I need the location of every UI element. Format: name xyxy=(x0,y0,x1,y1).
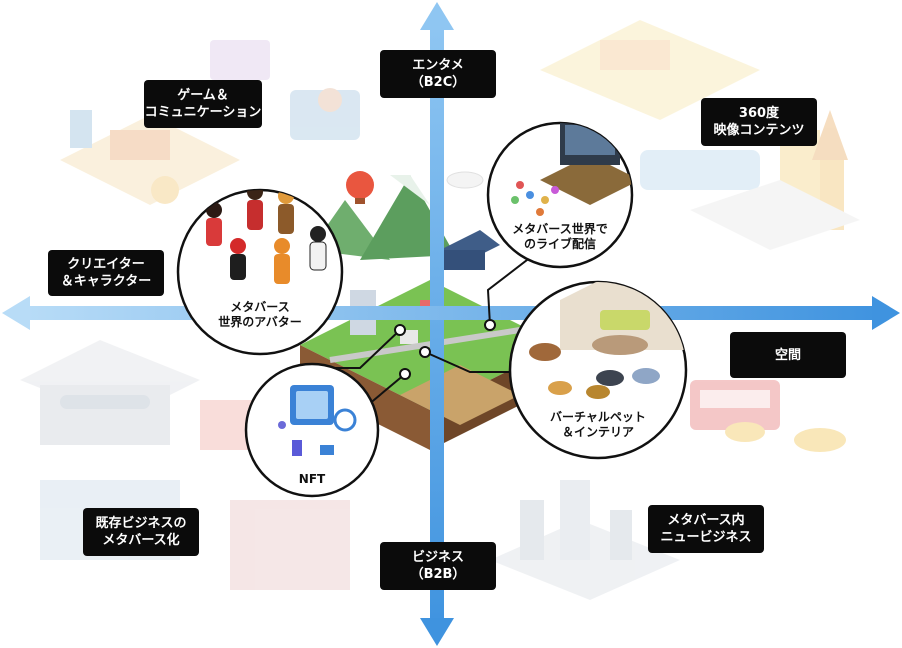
axis-right-line-1: 空間 xyxy=(774,347,801,363)
avatar-label-line-1: メタバース xyxy=(230,300,290,314)
axis-right-label: 空間 xyxy=(730,332,846,378)
axis-top-line-2: （B2C） xyxy=(410,75,466,90)
nft-label-line-1: NFT xyxy=(298,472,326,486)
avatar-bubble xyxy=(176,188,344,356)
video-tag-line-2: 映像コンテンツ xyxy=(713,123,805,138)
game-tag-line-1: ゲーム＆ xyxy=(177,88,229,103)
live-label-line-2: のライブ配信 xyxy=(523,237,596,251)
video-scene-illustration xyxy=(540,20,860,250)
axis-left-line-2: ＆キャラクター xyxy=(60,274,152,289)
nft-illustration xyxy=(278,385,357,456)
live-bubble-label: メタバース世界で のライブ配信 xyxy=(500,222,620,252)
live-label-line-1: メタバース世界で xyxy=(512,222,608,236)
newbiz-tag-line-1: メタバース内 xyxy=(667,513,745,528)
pet-label-line-1: バーチャルペット xyxy=(550,410,646,424)
axis-left-line-1: クリエイター xyxy=(67,257,145,272)
newbiz-scene-illustration xyxy=(490,380,846,600)
pet-label-line-2: ＆インテリア xyxy=(561,425,634,439)
nft-bubble xyxy=(244,362,380,498)
video-tag-line-1: 360度 xyxy=(738,106,780,121)
axis-top-line-1: エンタメ xyxy=(412,58,464,73)
pet-bubble-label: バーチャルペット ＆インテリア xyxy=(536,410,660,440)
quadrant-game-tag: ゲーム＆ コミュニケーション xyxy=(144,80,262,128)
avatar-figures-illustration xyxy=(206,190,327,284)
axis-bottom-line-2: （B2B） xyxy=(410,567,466,582)
connector-lines xyxy=(330,249,541,406)
quadrant-existing-tag: 既存ビジネスの メタバース化 xyxy=(83,508,199,556)
avatar-bubble-label: メタバース 世界のアバター xyxy=(200,300,320,330)
existing-tag-line-2: メタバース化 xyxy=(102,533,180,548)
axis-left-label: クリエイター ＆キャラクター xyxy=(48,250,164,296)
quadrant-newbiz-tag: メタバース内 ニュービジネス xyxy=(648,505,764,553)
game-scene-illustration xyxy=(60,40,360,205)
newbiz-tag-line-2: ニュービジネス xyxy=(660,530,752,545)
vertical-axis-arrow xyxy=(420,2,454,646)
axis-bottom-line-1: ビジネス xyxy=(411,550,464,565)
quadrant-video-tag: 360度 映像コンテンツ xyxy=(701,98,817,146)
avatar-label-line-2: 世界のアバター xyxy=(218,315,302,329)
axis-bottom-label: ビジネス （B2B） xyxy=(380,542,496,590)
axis-top-label: エンタメ （B2C） xyxy=(380,50,496,98)
nft-bubble-label: NFT xyxy=(272,472,352,487)
existing-tag-line-1: 既存ビジネスの xyxy=(95,516,187,531)
game-tag-line-2: コミュニケーション xyxy=(144,105,262,120)
